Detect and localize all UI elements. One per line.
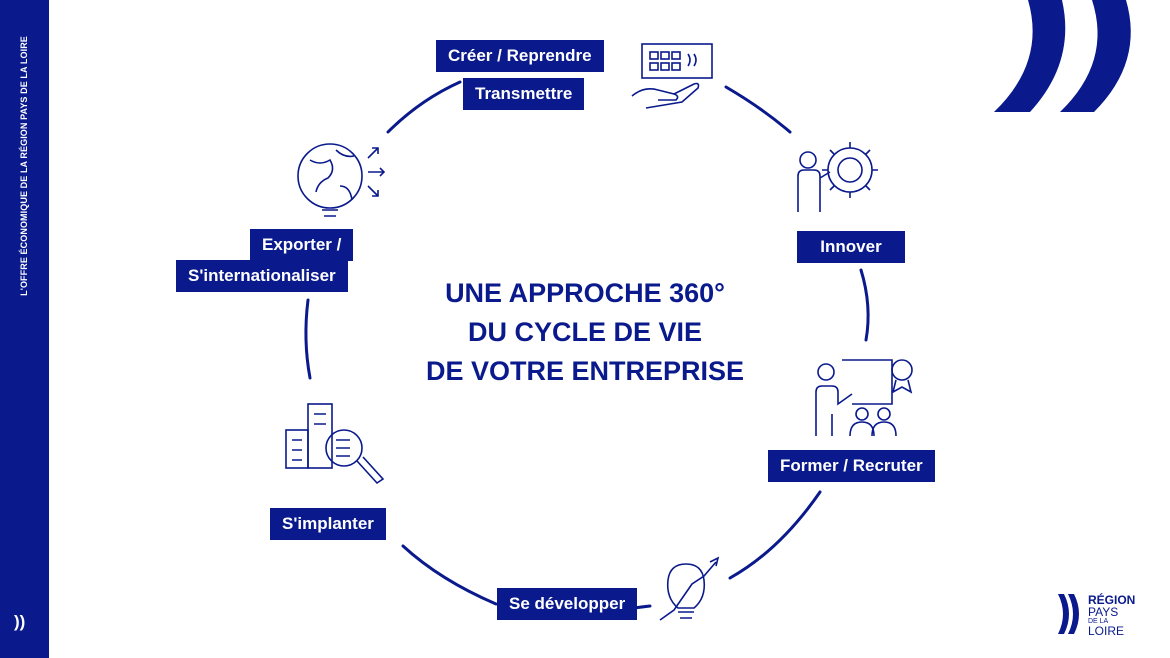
sidebar-logo: ))	[14, 612, 26, 631]
buildings-magnifier-icon	[285, 403, 385, 485]
brand-line4: LOIRE	[1088, 624, 1125, 638]
stage-implanter-label: S'implanter	[270, 508, 386, 540]
sidebar: L'OFFRE ÉCONOMIQUE DE LA RÉGION PAYS DE …	[0, 0, 49, 658]
headline-line1: UNE APPROCHE 360°	[445, 278, 725, 308]
lightbulb-growth-icon	[659, 556, 720, 621]
stage-innover-label: Innover	[797, 231, 905, 263]
stage-creer-label: Créer / Reprendre	[436, 40, 604, 72]
teacher-award-icon	[815, 359, 913, 437]
stage-exporter-line1: Exporter /	[250, 229, 354, 261]
region-logo-mark	[1058, 594, 1079, 634]
stage-developper-label: Se développer	[497, 588, 638, 620]
region-logo-text: RÉGION PAYS DE LA LOIRE	[1088, 594, 1135, 637]
globe-arrows-icon	[297, 143, 386, 217]
headline-line3: DE VOTRE ENTREPRISE	[425, 356, 745, 386]
brand-line2: PAYS	[1088, 605, 1119, 619]
brand-line1: RÉGION	[1088, 593, 1136, 607]
person-gear-icon	[797, 142, 878, 212]
headline: UNE APPROCHE 360° DU CYCLE DE VIE DE VOT…	[400, 274, 770, 391]
stage-exporter-line2: S'internationaliser	[176, 260, 348, 292]
stage-former-label: Former / Recruter	[768, 450, 935, 482]
stage-transmettre-label: Transmettre	[463, 78, 585, 110]
brand-line3: DE LA	[1088, 618, 1109, 625]
headline-line2: DU CYCLE DE VIE	[467, 317, 703, 347]
building-handshake-icon	[631, 43, 713, 109]
corner-brand-arcs	[994, 0, 1131, 112]
